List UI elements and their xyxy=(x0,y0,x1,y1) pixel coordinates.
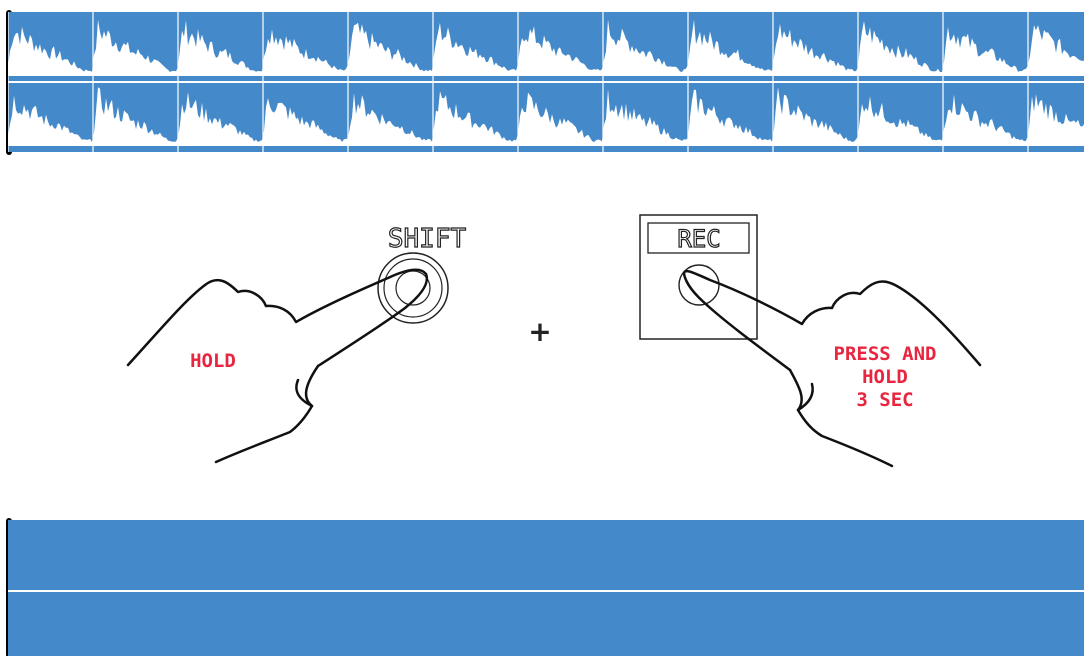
channel-divider xyxy=(8,81,1084,83)
press-hold-instruction-label: PRESS AND HOLD 3 SEC xyxy=(833,343,937,411)
rec-button-label: REC xyxy=(677,225,720,253)
waveform-channel xyxy=(8,19,1084,77)
shift-button: SHIFT xyxy=(377,223,467,324)
rec-button: REC xyxy=(639,214,758,340)
waveform-graphic xyxy=(8,12,1084,152)
waveform-channel xyxy=(8,87,1084,146)
shift-button-label: SHIFT xyxy=(388,224,467,254)
plus-sign: + xyxy=(528,315,552,348)
empty-track xyxy=(8,520,1084,656)
left-hand xyxy=(126,268,429,464)
recorded-waveform-track xyxy=(8,12,1084,152)
hands-illustration: SHIFT REC xyxy=(126,214,982,468)
channel-divider xyxy=(8,590,1084,592)
shift-rec-instruction: SHIFT REC HOLD + PRESS AND HOLD 3 SEC xyxy=(0,160,1084,500)
right-hand xyxy=(682,269,982,468)
hold-instruction-label: HOLD xyxy=(190,350,236,372)
